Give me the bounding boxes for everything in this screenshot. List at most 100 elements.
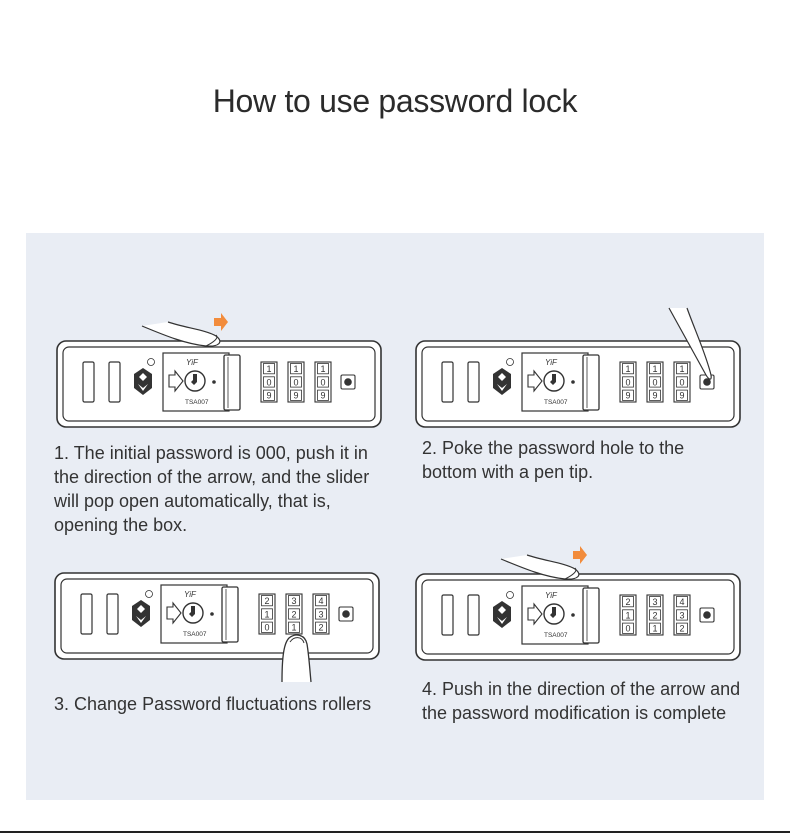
digit-label: 0 — [293, 377, 298, 387]
digit-cell — [290, 376, 302, 388]
lock-slot — [467, 594, 480, 636]
tsa-emblem-icon — [493, 368, 511, 395]
step-1-text: 1. The initial password is 000, push it … — [54, 443, 370, 535]
digit-label: 2 — [679, 624, 684, 634]
digit-cell — [263, 389, 275, 401]
copyright-icon — [147, 358, 155, 366]
digit-label: 1 — [291, 623, 296, 633]
digit-cell — [263, 363, 275, 375]
step-3-text: 3. Change Password fluctuations rollers — [54, 694, 372, 714]
digit-label: 0 — [652, 377, 657, 387]
digit-label: 4 — [679, 597, 684, 607]
push-direction-arrow-icon — [573, 546, 587, 564]
finger-icon — [281, 634, 312, 683]
tsa-emblem-icon — [132, 600, 150, 627]
digit-cell — [290, 363, 302, 375]
digit-cell — [288, 621, 300, 633]
digit-label: 1 — [293, 364, 298, 374]
digit-label: 1 — [320, 364, 325, 374]
copyright-icon — [145, 590, 153, 598]
digit-label: 0 — [679, 377, 684, 387]
step-4-text: 4. Push in the direction of the arrow an… — [422, 679, 741, 723]
digit-label: 1 — [625, 610, 630, 620]
digit-label: 1 — [652, 364, 657, 374]
fingernail — [205, 334, 218, 347]
digit-cell — [622, 622, 634, 634]
bottom-divider — [0, 831, 790, 833]
key-dot — [571, 613, 575, 617]
key-slot-icon — [191, 374, 197, 385]
digit-label: 3 — [652, 597, 657, 607]
tsa-emblem-mark — [136, 605, 146, 623]
page-title: How to use password lock — [212, 83, 578, 120]
digit-label: 9 — [625, 391, 630, 401]
lock-slot — [80, 593, 93, 635]
digit-cell — [622, 376, 634, 388]
digit-label: 1 — [625, 364, 630, 374]
digit-cell — [676, 363, 688, 375]
digit-label: 9 — [679, 391, 684, 401]
digit-cell — [649, 376, 661, 388]
slider-button — [221, 586, 239, 643]
lock-slot — [441, 361, 454, 403]
digit-label: 0 — [320, 377, 325, 387]
copyright-icon — [506, 591, 514, 599]
brand-label: YiF — [545, 358, 558, 367]
digit-cell — [317, 376, 329, 388]
digit-label: 4 — [318, 596, 323, 606]
digit-label: 3 — [679, 610, 684, 620]
digit-cell — [261, 595, 273, 607]
key-dot — [571, 380, 575, 384]
digit-label: 1 — [266, 364, 271, 374]
digit-cell — [649, 622, 661, 634]
digit-cell — [622, 389, 634, 401]
digit-cell — [649, 609, 661, 621]
lock-slot — [106, 593, 119, 635]
digit-label: 9 — [266, 391, 271, 401]
key-slot-icon — [189, 606, 195, 617]
slider-button — [582, 354, 600, 411]
reset-hole — [342, 610, 350, 618]
pushing-hand-icon — [500, 554, 580, 580]
digit-label: 2 — [291, 609, 296, 619]
fingernail — [564, 567, 577, 580]
slider-button — [223, 354, 241, 411]
digit-cell — [261, 621, 273, 633]
digit-cell — [622, 363, 634, 375]
arrow-outline-icon — [166, 601, 182, 625]
digit-label: 9 — [293, 391, 298, 401]
digit-cell — [315, 595, 327, 607]
digit-label: 3 — [291, 596, 296, 606]
tsa-emblem-mark — [138, 373, 148, 391]
model-label: TSA007 — [544, 632, 568, 639]
reset-hole — [703, 378, 711, 386]
digit-cell — [315, 621, 327, 633]
lock-slot — [467, 361, 480, 403]
tsa-emblem-mark — [497, 606, 507, 624]
lock-slot — [108, 361, 121, 403]
tsa-emblem-mark — [497, 373, 507, 391]
digit-label: 2 — [264, 596, 269, 606]
pen-tip-icon — [668, 307, 712, 380]
slider-button — [582, 587, 600, 644]
digit-cell — [649, 363, 661, 375]
digit-label: 0 — [625, 377, 630, 387]
digit-label: 9 — [320, 391, 325, 401]
digit-cell — [649, 596, 661, 608]
digit-label: 0 — [264, 623, 269, 633]
brand-label: YiF — [186, 358, 199, 367]
pushing-hand-icon — [141, 321, 221, 347]
digit-label: 3 — [318, 609, 323, 619]
arrow-outline-icon — [527, 602, 543, 626]
digit-cell — [261, 608, 273, 620]
brand-label: YiF — [545, 591, 558, 600]
arrow-outline-icon — [527, 369, 543, 393]
digit-label: 1 — [264, 609, 269, 619]
digit-cell — [317, 363, 329, 375]
reset-hole — [344, 378, 352, 386]
digit-cell — [676, 609, 688, 621]
key-slot-icon — [550, 374, 556, 385]
digit-cell — [622, 596, 634, 608]
